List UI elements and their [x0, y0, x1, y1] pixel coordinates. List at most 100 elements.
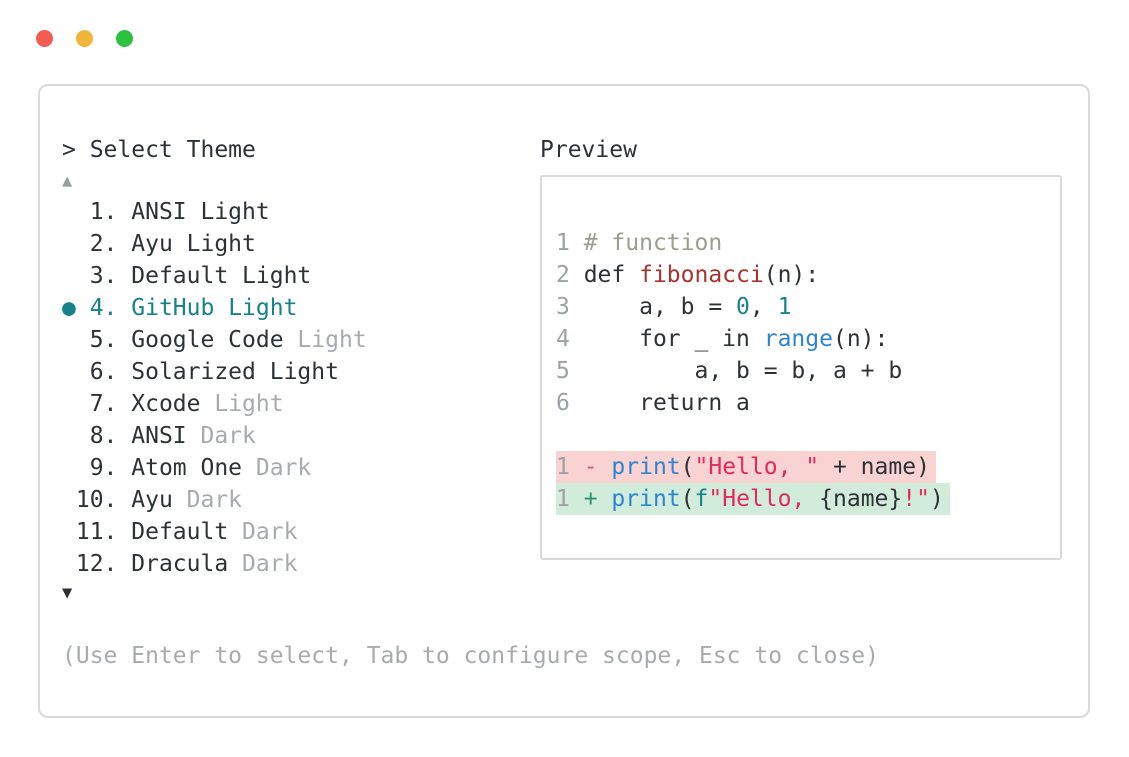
theme-item-variant: Dark	[242, 455, 312, 481]
theme-item-name: Ayu	[131, 487, 173, 513]
diff-minus-sign: -	[583, 454, 612, 480]
theme-item-variant: Light	[283, 327, 367, 353]
theme-item-name: Default	[131, 519, 229, 545]
bullet-spacer	[62, 359, 76, 385]
theme-item-name: Default	[131, 263, 229, 289]
scroll-up-icon[interactable]: ▲	[62, 171, 73, 191]
line-number: 4	[556, 326, 584, 352]
theme-item-variant: Light	[172, 231, 256, 257]
code-token: a, b = b, a + b	[583, 358, 903, 384]
theme-item-number: 5.	[75, 327, 132, 353]
code-token: (	[680, 454, 695, 480]
line-number: 5	[556, 358, 584, 384]
code-token: + name)	[819, 454, 930, 480]
code-token: print	[611, 454, 681, 480]
code-token: # function	[583, 230, 723, 256]
theme-item-number: 12.	[75, 551, 132, 577]
theme-item-number: 10.	[75, 487, 132, 513]
line-number: 2	[556, 262, 584, 288]
code-token: (n):	[832, 326, 889, 352]
minimize-button[interactable]	[76, 30, 93, 47]
theme-item-variant: Dark	[228, 551, 298, 577]
theme-list-item[interactable]: 3. Default Light	[62, 260, 367, 292]
theme-item-name: Atom One	[131, 455, 243, 481]
code-token: print	[611, 486, 681, 512]
code-token: {name}	[819, 486, 903, 512]
code-token: a, b =	[583, 294, 737, 320]
code-line: 4 for _ in range(n):	[556, 323, 950, 355]
bullet-spacer	[62, 423, 76, 449]
theme-item-name: ANSI	[131, 423, 187, 449]
theme-list-item[interactable]: 6. Solarized Light	[62, 356, 367, 388]
theme-item-variant: Dark	[186, 423, 256, 449]
scroll-down-icon[interactable]: ▼	[62, 583, 73, 603]
theme-list-item[interactable]: 10. Ayu Dark	[62, 484, 367, 516]
theme-list-item[interactable]: 12. Dracula Dark	[62, 548, 367, 580]
code-line: 6 return a	[556, 387, 950, 419]
theme-item-variant: Light	[186, 199, 270, 225]
code-token: ,	[749, 294, 778, 320]
code-token: range	[763, 326, 833, 352]
code-token: return a	[583, 390, 750, 416]
diff-highlight: 1 + print(f"Hello, {name}!")	[556, 483, 950, 515]
code-line: 2 def fibonacci(n):	[556, 259, 950, 291]
line-number: 3	[556, 294, 584, 320]
theme-item-name: Google Code	[131, 327, 284, 353]
theme-item-variant: Dark	[172, 487, 243, 513]
code-line: 3 a, b = 0, 1	[556, 291, 950, 323]
diff-line-del: 1 - print("Hello, " + name)	[556, 451, 950, 483]
theme-item-variant: Light	[228, 263, 312, 289]
theme-list-item[interactable]: 1. ANSI Light	[62, 196, 367, 228]
theme-item-name: ANSI	[131, 199, 187, 225]
bullet-spacer	[62, 455, 76, 481]
theme-item-variant: Light	[200, 391, 284, 417]
theme-item-name: Dracula	[131, 551, 229, 577]
bullet-spacer	[62, 263, 76, 289]
diff-line-add: 1 + print(f"Hello, {name}!")	[556, 483, 950, 515]
line-number: 6	[556, 390, 584, 416]
theme-item-name: Ayu	[131, 231, 173, 257]
theme-item-variant: Light	[255, 359, 339, 385]
line-number: 1	[556, 454, 584, 480]
code-token: f	[694, 486, 709, 512]
theme-list-item[interactable]: 2. Ayu Light	[62, 228, 367, 260]
theme-selector-panel: > Select Theme ▲ 1. ANSI Light 2. Ayu Li…	[38, 84, 1090, 718]
theme-list-item[interactable]: 7. Xcode Light	[62, 388, 367, 420]
code-token: (n):	[763, 262, 820, 288]
theme-list-item[interactable]: 8. ANSI Dark	[62, 420, 367, 452]
theme-item-number: 6.	[75, 359, 132, 385]
preview-label: Preview	[540, 137, 637, 163]
code-line: 1 # function	[556, 227, 950, 259]
code-token: 0	[736, 294, 750, 320]
theme-list-item[interactable]: 11. Default Dark	[62, 516, 367, 548]
code-token: (	[680, 486, 695, 512]
close-button[interactable]	[36, 30, 53, 47]
selector-title: > Select Theme	[62, 137, 256, 163]
theme-item-variant: Light	[214, 295, 298, 321]
theme-list-item[interactable]: ● 4. GitHub Light	[62, 292, 367, 324]
theme-item-number: 4.	[75, 295, 132, 321]
bullet-spacer	[62, 327, 76, 353]
theme-item-name: Solarized	[131, 359, 256, 385]
diff-plus-sign: +	[583, 486, 612, 512]
blank-line	[556, 419, 950, 451]
code-token: "Hello, "	[694, 454, 820, 480]
theme-item-name: Xcode	[131, 391, 201, 417]
theme-item-name: GitHub	[131, 295, 215, 321]
bullet-spacer	[62, 519, 76, 545]
theme-item-number: 2.	[75, 231, 132, 257]
hint-text: (Use Enter to select, Tab to configure s…	[62, 643, 879, 669]
selected-bullet-icon: ●	[62, 295, 76, 321]
code-line: 5 a, b = b, a + b	[556, 355, 950, 387]
line-number: 1	[556, 486, 584, 512]
theme-item-number: 3.	[75, 263, 132, 289]
theme-item-number: 7.	[75, 391, 132, 417]
zoom-button[interactable]	[116, 30, 133, 47]
code-token: for _ in	[583, 326, 764, 352]
theme-list-item[interactable]: 5. Google Code Light	[62, 324, 367, 356]
code-token: def	[583, 262, 640, 288]
theme-list-item[interactable]: 9. Atom One Dark	[62, 452, 367, 484]
code-token: 1	[777, 294, 792, 320]
